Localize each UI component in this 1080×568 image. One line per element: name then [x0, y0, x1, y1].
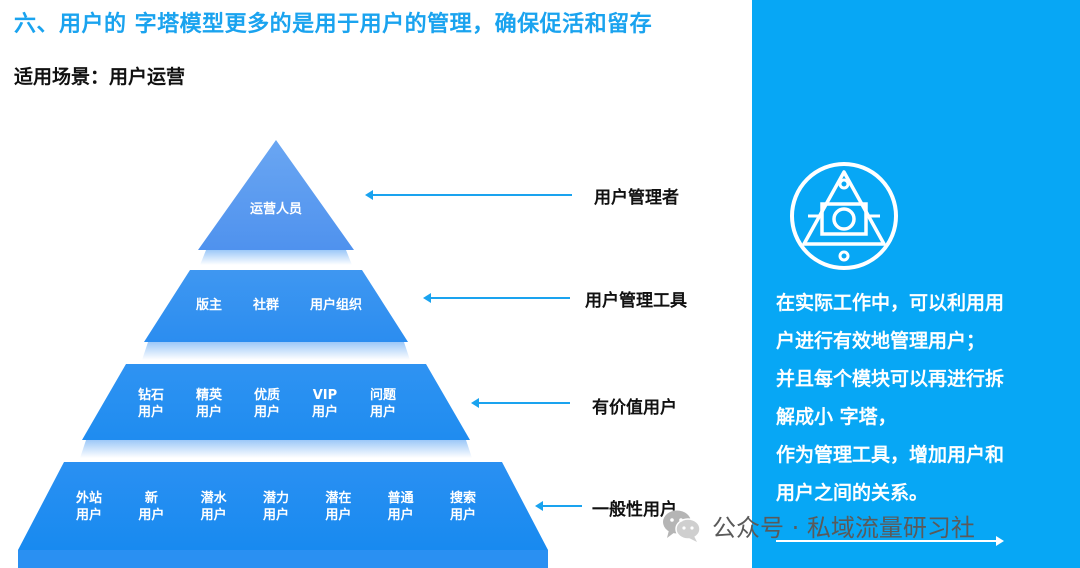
- panel-line: 解成小 字塔，: [776, 406, 897, 428]
- tier-item: 钻石 用户: [138, 388, 165, 420]
- tier-4-items: 外站 用户 新 用户 潜水 用户 潜力 用户 潜在 用户 普通 用户 搜索 用户: [76, 490, 476, 524]
- tier-3-items: 钻石 用户 精英 用户 优质 用户 VIP 用户 问题 用户: [138, 387, 396, 421]
- pyramid-tier-3: [80, 364, 472, 458]
- tier-1-label: 用户管理者: [594, 188, 679, 208]
- tier-1-items: 运营人员: [226, 201, 326, 218]
- tier-item: 潜水 用户: [200, 491, 227, 523]
- tier-2-items: 版主 社群 用户组织: [196, 297, 362, 314]
- panel-arrow-line: [776, 536, 1004, 546]
- pyramid-tier-2: [142, 270, 410, 360]
- page-title: 六、用户的 字塔模型更多的是用于用户的管理，确保促活和留存: [14, 12, 653, 37]
- page-subtitle: 适用场景：用户运营: [14, 66, 186, 88]
- tier-item: 新 用户: [138, 491, 165, 523]
- tier-item: 潜力 用户: [262, 491, 289, 523]
- panel-line: 用户之间的关系。: [776, 482, 929, 504]
- tier-item: 外站 用户: [76, 491, 103, 523]
- tier-3-label: 有价值用户: [592, 398, 677, 418]
- pyramid-tier-1: [198, 140, 354, 265]
- watermark-text: 公众号 · 私域流量研习社: [712, 514, 975, 542]
- tier-item: 问题 用户: [369, 388, 396, 420]
- tier-2-arrow: [423, 293, 570, 303]
- tier-4-label: 一般性用户: [592, 500, 677, 520]
- tier-item: 运营人员: [249, 202, 302, 217]
- tier-item: 搜索 用户: [449, 491, 476, 523]
- pyramid-emblem-icon: [788, 160, 900, 276]
- tier-item: 潜在 用户: [325, 491, 352, 523]
- tier-item: 普通 用户: [387, 491, 414, 523]
- panel-line: 并且每个模块可以再进行拆: [776, 368, 1005, 390]
- tier-2-label: 用户管理工具: [585, 291, 687, 311]
- panel-line: 户进行有效地管理用户；: [776, 330, 986, 352]
- tier-item: 版主: [196, 298, 223, 313]
- panel-line: 作为管理工具，增加用户和: [776, 444, 1005, 466]
- tier-1-arrow: [365, 190, 572, 200]
- explanation-panel: 在实际工作中，可以利用用 户进行有效地管理用户； 并且每个模块可以再进行拆 解成…: [752, 0, 1080, 568]
- watermark: 公众号 · 私域流量研习社: [662, 508, 975, 543]
- pyramid-tier-4: [18, 462, 548, 568]
- tier-item: 优质 用户: [253, 388, 280, 420]
- tier-item: VIP 用户: [311, 388, 338, 420]
- tier-3-arrow: [471, 398, 570, 408]
- tier-item: 社群: [252, 298, 279, 313]
- panel-line: 在实际工作中，可以利用用: [776, 292, 1005, 314]
- tier-item: 精英 用户: [195, 388, 222, 420]
- user-pyramid-diagram: 运营人员 版主 社群 用户组织: [18, 140, 687, 568]
- tier-4-arrow: [535, 501, 582, 511]
- panel-text: 在实际工作中，可以利用用 户进行有效地管理用户； 并且每个模块可以再进行拆 解成…: [776, 284, 1066, 512]
- wechat-icon: [663, 510, 701, 542]
- tier-item: 用户组织: [309, 298, 362, 313]
